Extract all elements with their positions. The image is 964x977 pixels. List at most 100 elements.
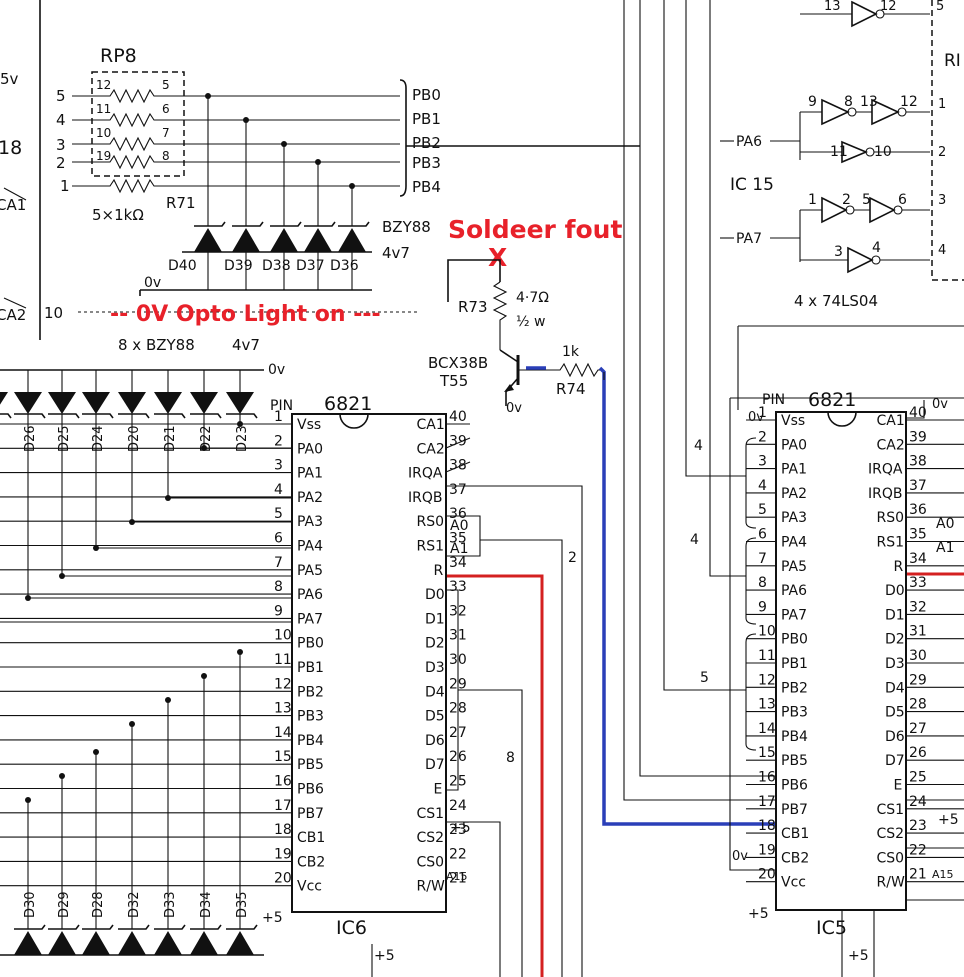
left-edge-labels: 5v 18 CA1 CA2 10 [0,0,63,340]
interchip-bus [603,0,776,801]
r73-value: 4·7Ω [516,290,549,306]
left-edge-18: 18 [0,137,22,159]
pin-signal: PA3 [781,510,807,526]
pin-number: 37 [909,478,927,494]
pin-signal: R/W [877,875,905,891]
rp8-inner-pin: 5 [162,78,170,92]
pin-signal: RS0 [877,510,905,526]
pin-signal: R/W [417,879,445,895]
pin-signal: PB2 [781,680,808,696]
blue-highlight-wire [526,366,776,826]
pin-signal: PB6 [297,782,324,798]
pin-signal: PB1 [297,660,324,676]
pin-right-34: 34R [434,555,467,579]
rp8-resistor-1 [72,88,400,104]
rp8-inner-pin: 10 [96,126,111,140]
zener-mid-diode: D21 [154,370,186,452]
rp8-outer-pin: 5 [56,87,66,105]
pin-number: 19 [758,842,776,858]
zener-bottom-label: D28 [91,891,106,918]
ic6-vcc-plus5: +5 [374,948,395,964]
pin-number: 22 [449,846,467,862]
ic15-pin: 12 [900,94,918,110]
pin-number: 40 [449,409,467,425]
ic15-pin: 5 [936,0,944,14]
pin-number: 39 [909,429,927,445]
pin-number: 21 [449,871,467,887]
pin-signal: D4 [885,680,905,696]
pin-number: 17 [274,798,292,814]
ic15-name: IC 15 [730,175,774,195]
rp8-resistor-4 [72,154,400,170]
ic15-pin: 2 [842,192,851,208]
ic15-inverters: IC 15 4 x 74LS04 PA6 PA7 9 8 13 12 11 10… [720,0,964,310]
connector-pin: 1 [938,97,946,112]
ic5-ov-top: 0v [932,397,948,412]
ic15-pin: 11 [830,144,848,160]
pin-signal: PB5 [297,757,324,773]
zener-bottom-label: D34 [199,891,214,918]
rp8-outer-pin: 2 [56,154,66,172]
zener-bottom-diode: D35 [226,649,258,955]
red-highlight-wire [446,574,544,977]
pin-signal: D1 [425,611,445,627]
opto-light-annotation: -- 0V Opto Light on --- [110,302,381,327]
pin-number: 6 [274,531,283,547]
ic15-pin: 3 [834,244,843,260]
arrow-ca2 [3,297,27,309]
rp8-outer-pin: 3 [56,136,66,154]
pin-number: 5 [274,506,283,522]
pin-signal: Vss [781,413,805,429]
left-edge-pin10: 10 [44,304,63,322]
pin-number: 2 [758,429,767,445]
pin-signal: Vcc [297,879,322,895]
connector-pin: 2 [938,145,946,160]
ic6-a0: A0 [450,518,468,534]
pin-signal: PB6 [781,778,808,794]
pin-right-21: 21R/W [417,871,467,895]
pin-number: 22 [909,842,927,858]
left-edge-ca2: CA2 [0,306,26,324]
ic5-plus5: +5 [938,812,959,828]
pin-signal: D5 [425,709,445,725]
rp8-outer-pin: 4 [56,111,66,129]
pin-number: 8 [274,579,283,595]
pin-signal: PA2 [297,490,323,506]
pin-signal: IRQA [408,466,443,482]
pin-signal: PA7 [781,607,807,623]
rp8-inner-pin: 7 [162,126,170,140]
zener-mid-label: D26 [23,425,38,452]
arrow-ca1 [3,187,27,201]
pin-signal: CB2 [297,854,325,870]
pin-signal: PA1 [781,462,807,478]
pin-number: 5 [758,502,767,518]
pin-signal: PB7 [781,802,808,818]
pin-signal: PA3 [297,514,323,530]
pin-number: 19 [274,846,292,862]
ic5-bus-4b: 4 [690,532,699,548]
pin-signal: D7 [885,753,905,769]
